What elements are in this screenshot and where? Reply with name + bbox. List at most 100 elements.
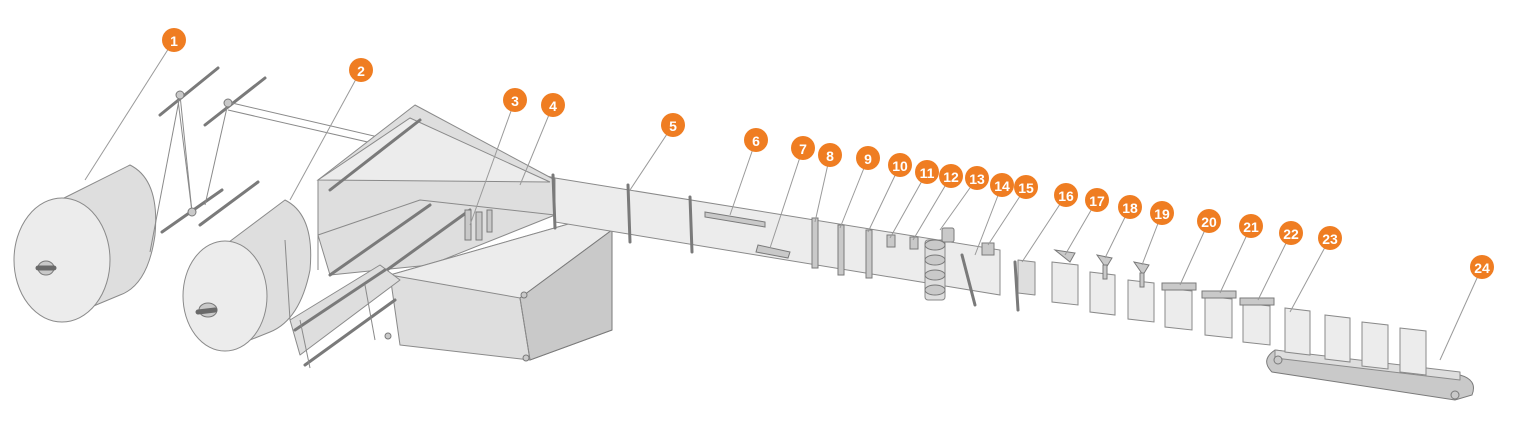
- callout-number: 5: [669, 118, 677, 134]
- finished-bag-3: [1361, 321, 1389, 370]
- callout-badge-circle: [1118, 195, 1142, 219]
- callout-badge-circle: [990, 173, 1014, 197]
- callout-number: 4: [549, 98, 557, 114]
- callout-number: 19: [1154, 206, 1170, 222]
- callout-badge-6: 6: [744, 128, 768, 152]
- callout-leader-14: [974, 184, 1003, 256]
- callout-number: 14: [994, 178, 1010, 194]
- unwind-dancer-1: [149, 66, 224, 253]
- callout-badge-circle: [818, 143, 842, 167]
- callout-leader-4: [519, 104, 554, 186]
- roller-7: [755, 244, 791, 259]
- callout-badge-circle: [915, 160, 939, 184]
- callout-number: 23: [1322, 231, 1338, 247]
- callout-number: 8: [826, 148, 834, 164]
- callout-number: 10: [892, 158, 908, 174]
- callout-badge-circle: [349, 58, 373, 82]
- callout-badge-circle: [939, 164, 963, 188]
- callout-badge-21: 21: [1239, 214, 1263, 238]
- callout-badge-3: 3: [503, 88, 527, 112]
- callout-number: 17: [1089, 193, 1105, 209]
- film-roll-1: [13, 164, 157, 323]
- callout-number: 18: [1122, 200, 1138, 216]
- callout-leader-2: [289, 69, 362, 201]
- callout-badge-8: 8: [818, 143, 842, 167]
- callout-badge-9: 9: [856, 146, 880, 170]
- callout-leader-7: [769, 147, 804, 249]
- callout-badge-2: 2: [349, 58, 373, 82]
- callout-badge-circle: [1150, 201, 1174, 225]
- web-guide-5b: [688, 195, 694, 254]
- callout-badge-circle: [1014, 175, 1038, 199]
- finished-bag-4: [1399, 327, 1427, 376]
- sealing-guide-3: [464, 209, 493, 241]
- callout-badge-circle: [1470, 255, 1494, 279]
- callout-badge-circle: [1239, 214, 1263, 238]
- callout-number: 6: [752, 133, 760, 149]
- bag-22: [1239, 297, 1275, 346]
- callout-leader-16: [1021, 194, 1067, 263]
- callout-badge-16: 16: [1054, 183, 1078, 207]
- callout-badge-12: 12: [939, 164, 963, 188]
- blade-6: [704, 211, 766, 228]
- callout-badge-circle: [1054, 183, 1078, 207]
- callout-badge-circle: [162, 28, 186, 52]
- callout-badge-circle: [1318, 226, 1342, 250]
- web-guide-5: [626, 183, 632, 244]
- callout-badge-5: 5: [661, 113, 685, 137]
- callout-badge-circle: [661, 113, 685, 137]
- callout-leader-3: [469, 99, 516, 226]
- callout-badge-15: 15: [1014, 175, 1038, 199]
- callout-number: 21: [1243, 219, 1259, 235]
- callout-badge-circle: [1279, 221, 1303, 245]
- callout-badge-14: 14: [990, 173, 1014, 197]
- bag-21: [1201, 290, 1237, 339]
- callout-number: 13: [969, 171, 985, 187]
- callout-leader-1: [84, 39, 175, 181]
- callout-number: 12: [943, 169, 959, 185]
- callout-leader-12: [912, 175, 952, 241]
- bag-18: [1089, 254, 1116, 316]
- cutter-14: [960, 253, 977, 307]
- callout-number: 2: [357, 63, 365, 79]
- callout-leader-6: [729, 139, 757, 216]
- callout-number: 24: [1474, 260, 1490, 276]
- callout-leader-22: [1257, 232, 1292, 301]
- callout-number: 9: [864, 151, 872, 167]
- zipper-unit-13: [924, 227, 955, 301]
- finished-bag-1: [1284, 307, 1311, 356]
- bag-17: [1051, 249, 1079, 306]
- callout-leader-5: [629, 124, 674, 191]
- callout-number: 22: [1283, 226, 1299, 242]
- punch-15: [981, 242, 995, 256]
- callout-number: 1: [170, 33, 178, 49]
- sealer-10: [865, 229, 873, 279]
- callout-badge-1: 1: [162, 28, 186, 52]
- callout-badge-circle: [791, 136, 815, 160]
- callout-leader-21: [1219, 225, 1252, 294]
- callout-badge-circle: [503, 88, 527, 112]
- callout-badge-4: 4: [541, 93, 565, 117]
- callout-badge-circle: [1197, 209, 1221, 233]
- callout-badge-24: 24: [1470, 255, 1494, 279]
- callout-leader-11: [889, 171, 928, 239]
- callout-badge-circle: [744, 128, 768, 152]
- callout-badge-circle: [965, 166, 989, 190]
- callout-badge-7: 7: [791, 136, 815, 160]
- cut-station-16: [1013, 259, 1036, 312]
- machine-cabinet: [384, 214, 613, 362]
- folding-unit: [316, 104, 556, 277]
- callout-badge-23: 23: [1318, 226, 1342, 250]
- callout-badge-20: 20: [1197, 209, 1221, 233]
- bag-20: [1161, 282, 1197, 331]
- callout-badge-circle: [888, 153, 912, 177]
- finished-bag-2: [1324, 314, 1351, 363]
- callout-badge-18: 18: [1118, 195, 1142, 219]
- callout-badge-19: 19: [1150, 201, 1174, 225]
- callout-badge-17: 17: [1085, 188, 1109, 212]
- callout-leader-23: [1289, 237, 1331, 313]
- callout-badge-circle: [1085, 188, 1109, 212]
- callout-leader-10: [867, 164, 901, 233]
